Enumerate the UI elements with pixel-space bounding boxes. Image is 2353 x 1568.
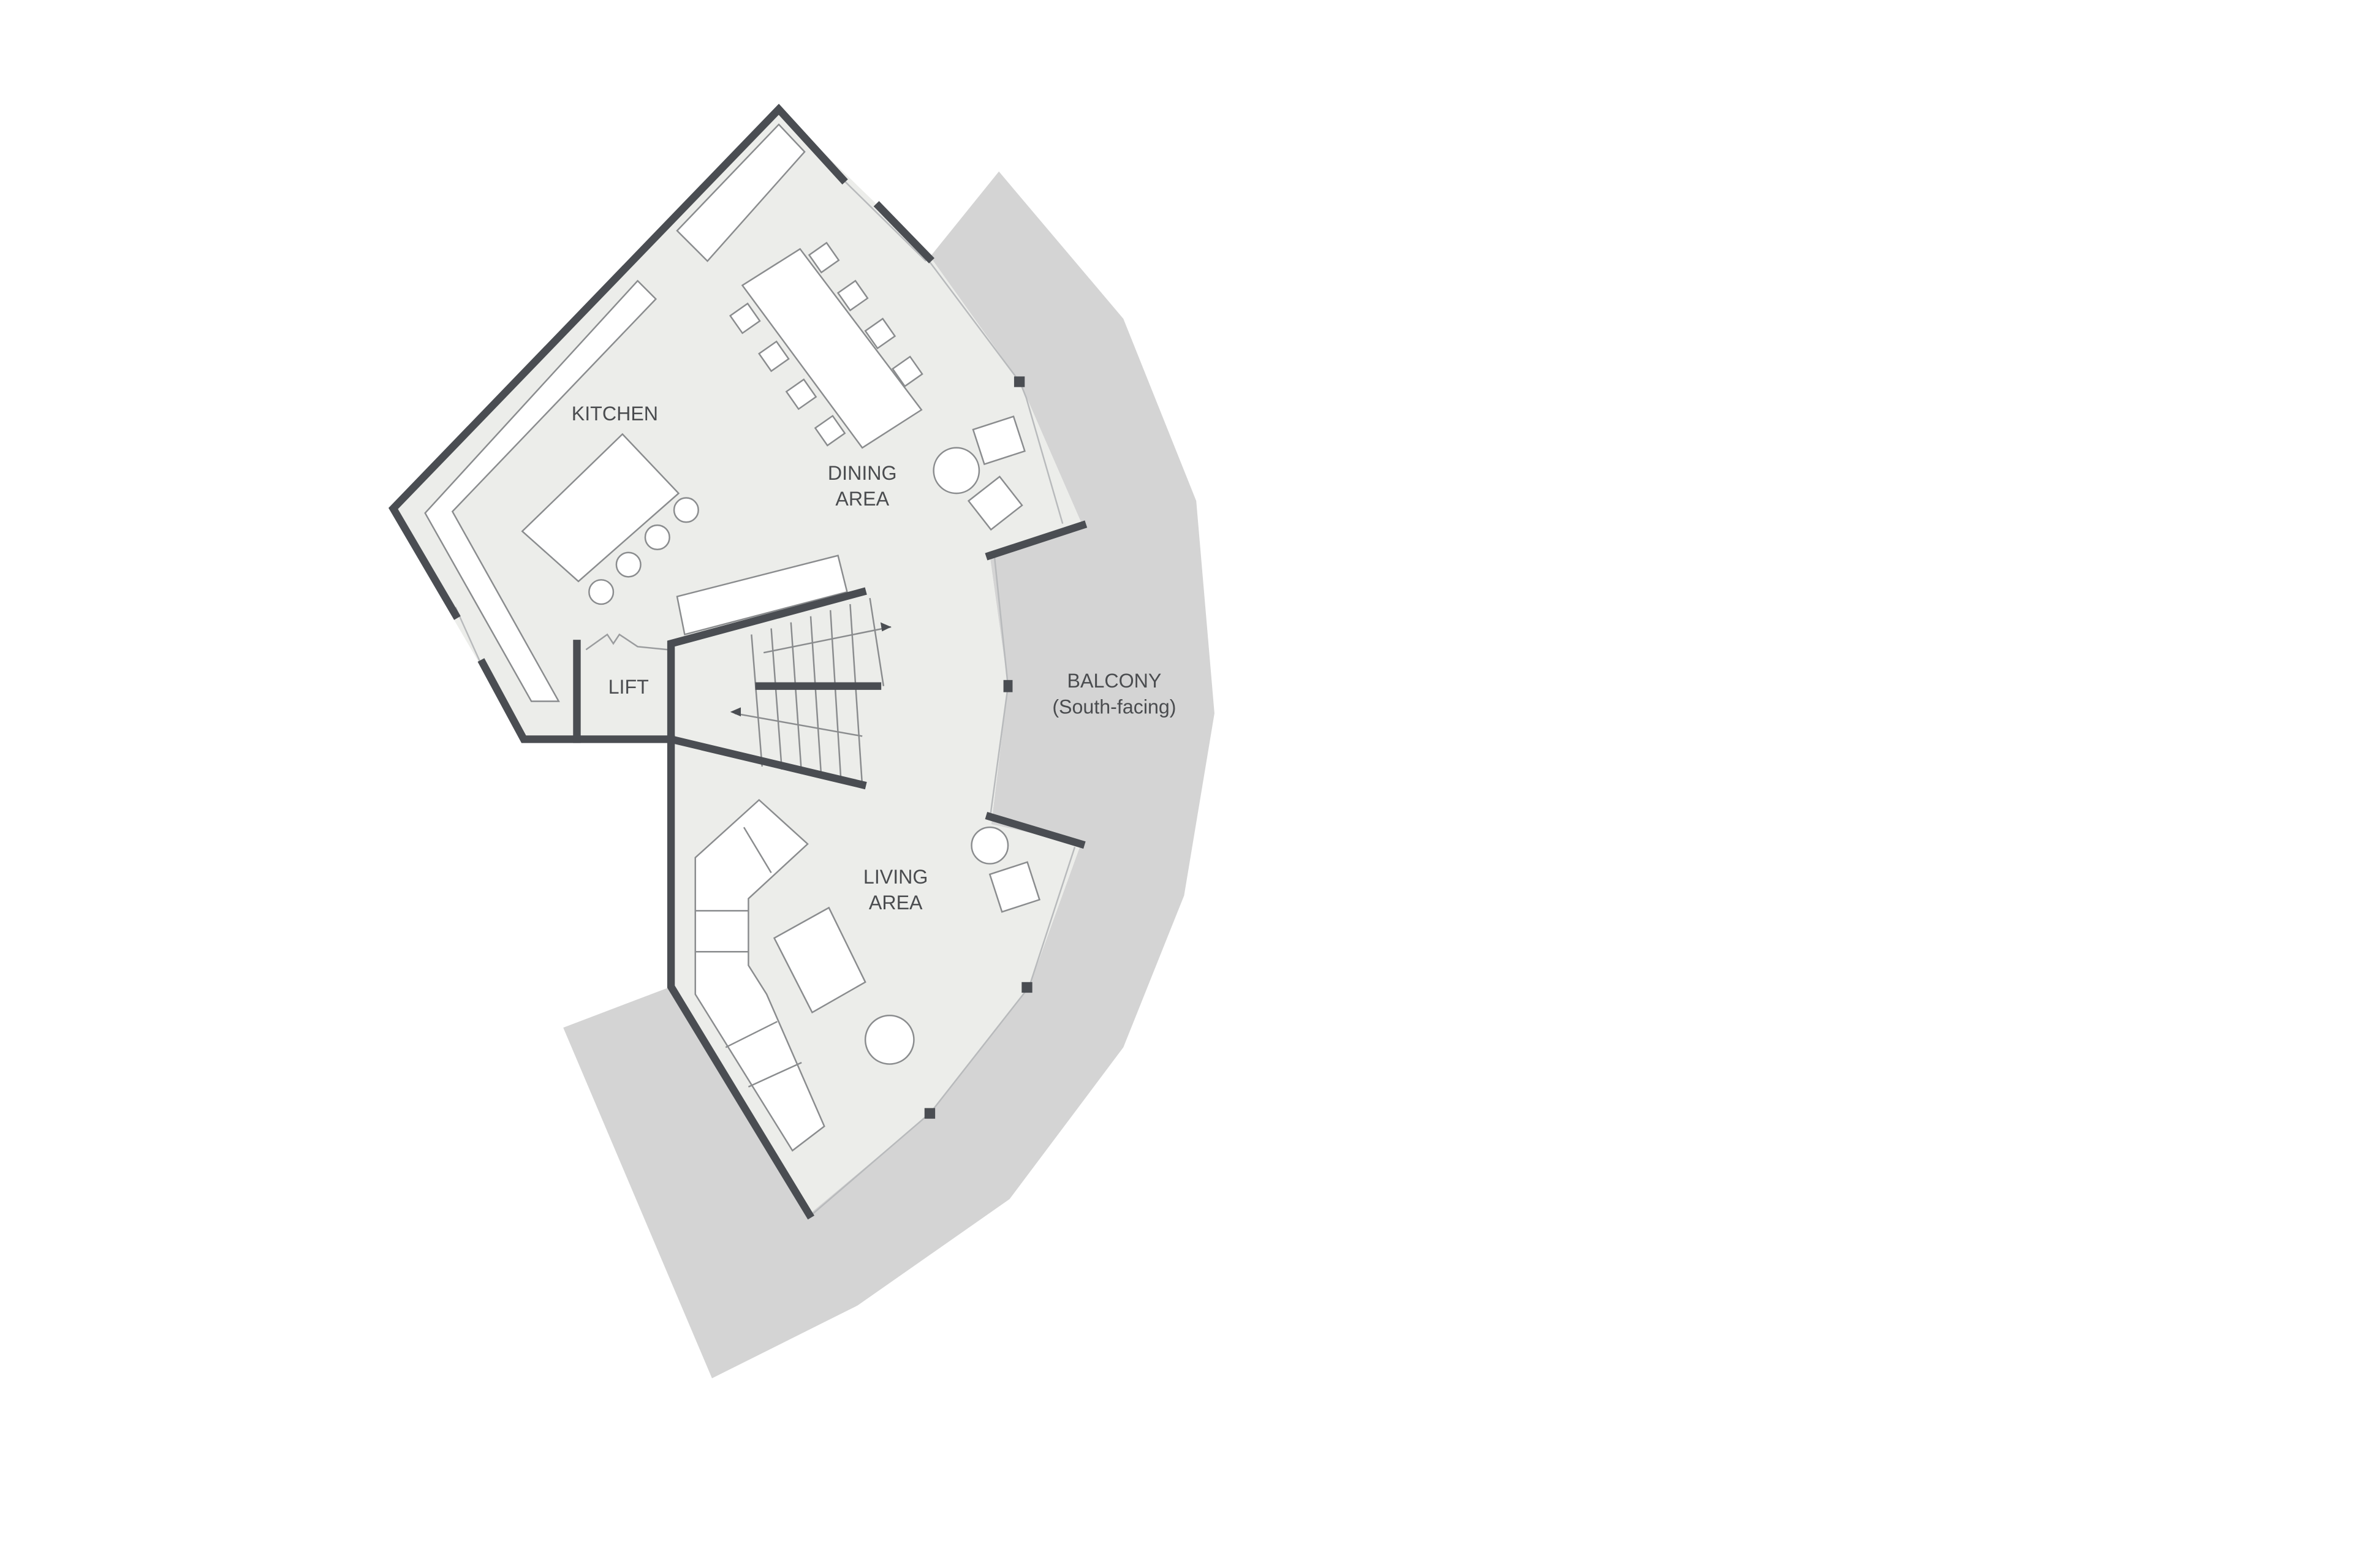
room-label-balcony-2: (South-facing)	[1052, 695, 1176, 718]
room-label-lift: LIFT	[608, 676, 649, 698]
room-label-balcony: BALCONY	[1067, 670, 1162, 692]
room-label-living: LIVING	[863, 866, 928, 888]
coffee-table	[773, 906, 866, 1014]
bar-stool	[615, 551, 642, 578]
storage-cabinet	[676, 555, 848, 636]
bar-stool	[644, 524, 670, 551]
side-table	[933, 447, 980, 494]
kitchen-island	[521, 433, 680, 583]
bar-stool	[588, 579, 615, 605]
kitchen-counter-top	[676, 123, 806, 262]
armchair	[972, 415, 1026, 466]
sectional-sofa	[694, 798, 825, 1152]
stair-arrow-down	[730, 707, 741, 717]
staircase	[734, 597, 892, 787]
side-table	[971, 826, 1009, 865]
armchair	[967, 475, 1023, 531]
bar-stool	[673, 497, 699, 523]
kitchen-counter-left	[424, 279, 657, 702]
room-label-living-2: AREA	[869, 892, 923, 914]
room-label-kitchen: KITCHEN	[572, 403, 658, 425]
column-posts	[924, 376, 1033, 1119]
stair-arrow-up	[880, 622, 892, 632]
walls	[388, 104, 1088, 1220]
room-label-dining-2: AREA	[835, 488, 889, 510]
lift-door	[585, 633, 669, 651]
dining-chairs	[729, 241, 923, 447]
armchair	[988, 861, 1041, 913]
windows	[455, 178, 1076, 1215]
dining-table	[741, 248, 923, 449]
sofa-cushions	[695, 827, 802, 1088]
balcony-area	[563, 171, 1214, 1379]
round-table	[864, 1015, 915, 1065]
room-label-dining: DINING	[828, 462, 897, 484]
